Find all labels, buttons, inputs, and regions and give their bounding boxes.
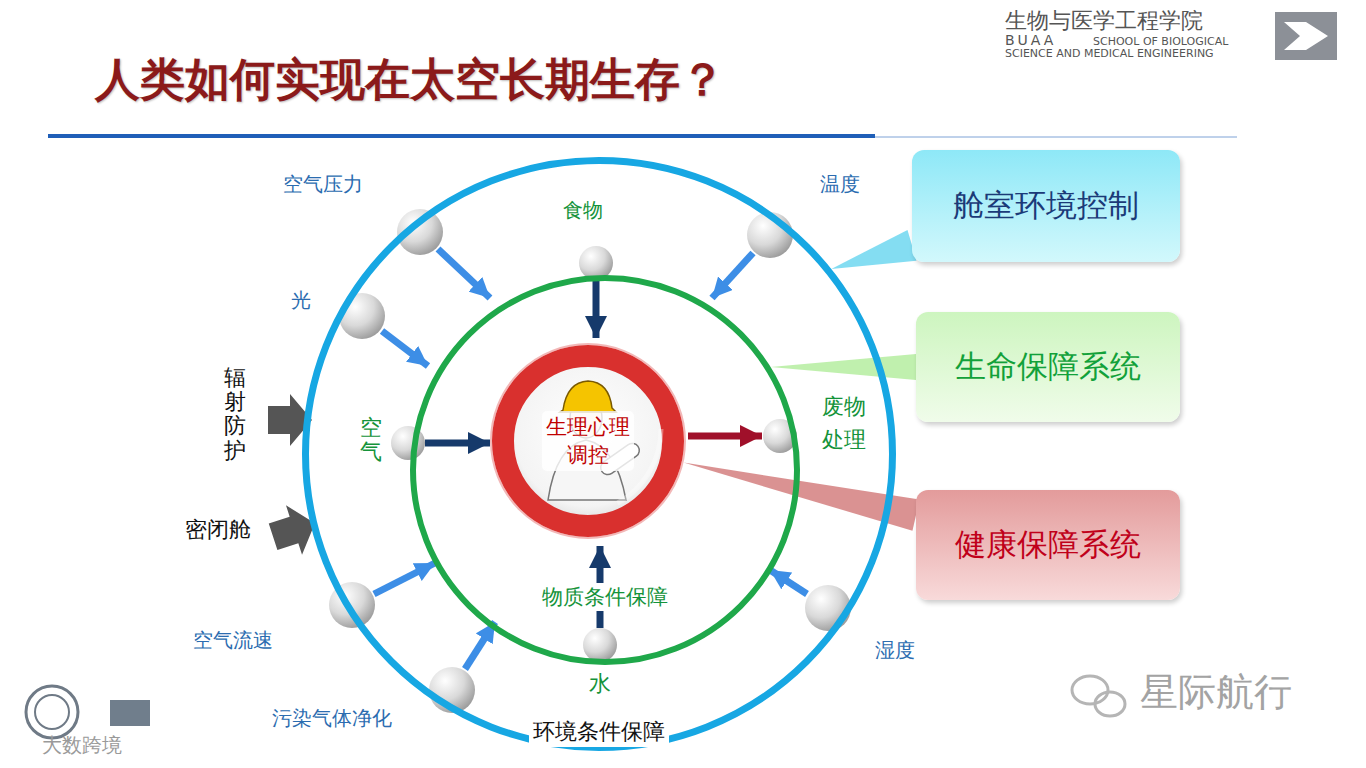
- factor-label: 空气流速: [193, 628, 273, 652]
- label-holder: 水: [589, 671, 611, 697]
- label-holder: SCHOOL OF BIOLOGICAL: [1093, 35, 1228, 48]
- university-seal-inner: [35, 695, 69, 729]
- environment-ring: 环境条件保障 物质条件保障 生理心理调控: [302, 157, 896, 751]
- factor-arrow: [712, 253, 753, 298]
- supply-ball: [583, 628, 617, 662]
- title: 人类如何实现在太空长期生存？: [95, 50, 725, 110]
- portrait-helmet: [560, 381, 616, 412]
- ring-label: 物质条件保障: [538, 583, 672, 611]
- ring-outline: [413, 278, 797, 662]
- school-english: SCIENCE AND MEDICAL ENGINEERING: [1005, 47, 1214, 60]
- ring-label: 环境条件保障: [529, 717, 669, 747]
- ring-outline: [306, 161, 893, 748]
- label-holder: 空气流速: [193, 628, 273, 652]
- cabin-label: 密闭舱: [185, 517, 251, 543]
- label-holder: 废物处理: [822, 390, 866, 456]
- health-core: 生理心理调控: [490, 343, 686, 539]
- label-holder: 星际航行: [1140, 670, 1292, 716]
- callout-pointer: [831, 230, 916, 269]
- title-rule-thin: [875, 137, 1237, 138]
- label-holder: 辐射防护: [224, 366, 246, 463]
- school-abbr: BUAA: [1005, 32, 1056, 49]
- label-holder: 湿度: [875, 638, 915, 662]
- supply-label: 水: [589, 671, 611, 697]
- label-holder: BUAA: [1005, 32, 1056, 49]
- factor-balls: [329, 209, 851, 713]
- core-highlight: [491, 344, 661, 514]
- label-holder: 空气压力: [283, 172, 363, 196]
- label-holder: 食物: [563, 198, 603, 222]
- ring-label: 生理心理调控: [542, 411, 634, 472]
- label-holder: 密闭舱: [185, 517, 251, 543]
- factor-label: 光: [291, 288, 311, 312]
- callout-text: 舱室环境控制: [953, 185, 1139, 227]
- watermark: 大数跨境: [42, 733, 122, 757]
- protection-label: 辐射防护: [224, 366, 246, 463]
- core-ring: [503, 356, 673, 526]
- wechat-icon: [1072, 676, 1108, 704]
- factor-arrows: [374, 249, 807, 669]
- supply-label: 食物: [563, 198, 603, 222]
- core-halo: [491, 344, 685, 538]
- supply-label: 空气: [360, 416, 382, 464]
- waste-arrow: [688, 433, 762, 440]
- wechat-icon: [1095, 692, 1125, 716]
- material-ring: 物质条件保障 生理心理调控: [410, 275, 800, 665]
- school-name: 生物与医学工程学院: [1005, 8, 1203, 34]
- school-logo-mark: [1284, 22, 1328, 50]
- factor-label: 湿度: [875, 638, 915, 662]
- callout-pointer: [771, 354, 916, 380]
- callout-box: 生命保障系统: [916, 312, 1180, 422]
- supply-ball: [579, 246, 613, 280]
- factor-arrow: [374, 563, 435, 594]
- waste-label: 废物处理: [822, 390, 866, 456]
- label-holder: 生物与医学工程学院: [1005, 8, 1203, 34]
- callout-box: 健康保障系统: [916, 490, 1180, 600]
- label-holder: SCIENCE AND MEDICAL ENGINEERING: [1005, 47, 1214, 60]
- factor-label: 温度: [820, 172, 860, 196]
- label-holder: 温度: [820, 172, 860, 196]
- factor-arrow: [465, 622, 495, 669]
- label-holder: 污染气体净化: [272, 706, 392, 730]
- title-holder: 人类如何实现在太空长期生存？: [95, 50, 725, 110]
- factor-label: 污染气体净化: [272, 706, 392, 730]
- callout-text: 健康保障系统: [955, 524, 1141, 566]
- label-holder: 光: [291, 288, 311, 312]
- school-english: SCHOOL OF BIOLOGICAL: [1093, 35, 1228, 48]
- supply-arrow: [593, 280, 600, 338]
- supply-arrow: [425, 440, 490, 447]
- label-holder: 大数跨境: [42, 733, 122, 757]
- factor-arrow: [438, 249, 490, 298]
- callout-text: 生命保障系统: [955, 346, 1141, 388]
- title-rule: [48, 134, 875, 138]
- callout-box: 舱室环境控制: [912, 150, 1180, 262]
- factor-ball: [805, 585, 851, 631]
- factor-label: 空气压力: [283, 172, 363, 196]
- university-seal: [26, 686, 78, 738]
- school-logo: [1275, 12, 1337, 60]
- label-holder: 空气: [360, 416, 382, 464]
- factor-arrow: [770, 570, 807, 594]
- university-logo-fragment: [110, 700, 150, 726]
- factor-arrow: [382, 331, 428, 366]
- watermark: 星际航行: [1140, 670, 1292, 716]
